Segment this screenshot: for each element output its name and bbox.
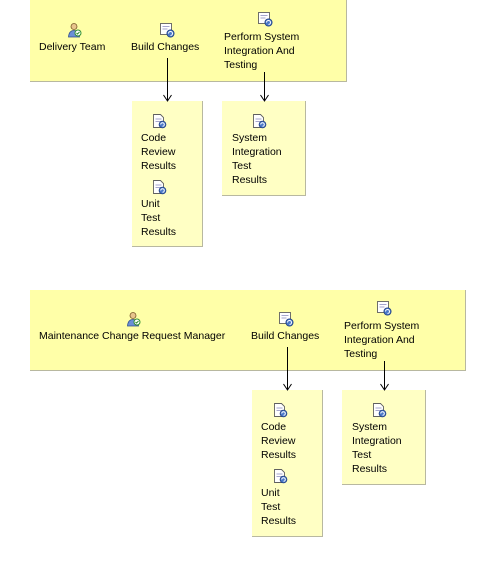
diagram1-role-label[interactable]: Delivery Team bbox=[39, 41, 106, 53]
diagram2-task1-workproducts bbox=[252, 390, 323, 537]
task-gear-icon bbox=[279, 312, 294, 327]
role-person-icon bbox=[127, 312, 141, 327]
diagram1-product-code-review[interactable]: Code Review Results bbox=[141, 132, 177, 172]
work-product-document-icon bbox=[274, 403, 288, 418]
work-product-document-icon bbox=[373, 403, 387, 418]
diagram2-task2-workproducts bbox=[342, 390, 426, 485]
task-gear-icon bbox=[377, 301, 392, 316]
work-product-document-icon bbox=[253, 114, 267, 129]
role-person-icon bbox=[68, 23, 82, 38]
diagram1-product-sit-results[interactable]: System Integration Test Results bbox=[232, 132, 282, 186]
diagram1-product-unit-test[interactable]: Unit Test Results bbox=[141, 198, 177, 238]
diagram1-task1-workproducts bbox=[132, 101, 203, 247]
diagram1-activity-panel bbox=[30, 0, 347, 82]
work-product-document-icon bbox=[274, 469, 288, 484]
diagram2-role-label[interactable]: Maintenance Change Request Manager bbox=[39, 330, 226, 342]
task-gear-icon bbox=[160, 23, 175, 38]
diagram1-task2-label[interactable]: Perform System Integration And Testing bbox=[224, 31, 300, 71]
diagram1-task1-label[interactable]: Build Changes bbox=[131, 41, 200, 53]
diagram2-task2-label[interactable]: Perform System Integration And Testing bbox=[344, 320, 420, 360]
diagram2-activity-panel bbox=[30, 290, 466, 371]
work-product-document-icon bbox=[153, 180, 167, 195]
diagram2-product-unit-test[interactable]: Unit Test Results bbox=[261, 487, 297, 527]
task-gear-icon bbox=[258, 12, 273, 27]
diagram2-product-sit-results[interactable]: System Integration Test Results bbox=[352, 421, 402, 475]
diagram1-task2-workproducts bbox=[222, 101, 306, 196]
diagram2-task1-label[interactable]: Build Changes bbox=[251, 330, 320, 342]
work-product-document-icon bbox=[153, 114, 167, 129]
diagram2-product-code-review[interactable]: Code Review Results bbox=[261, 421, 297, 461]
